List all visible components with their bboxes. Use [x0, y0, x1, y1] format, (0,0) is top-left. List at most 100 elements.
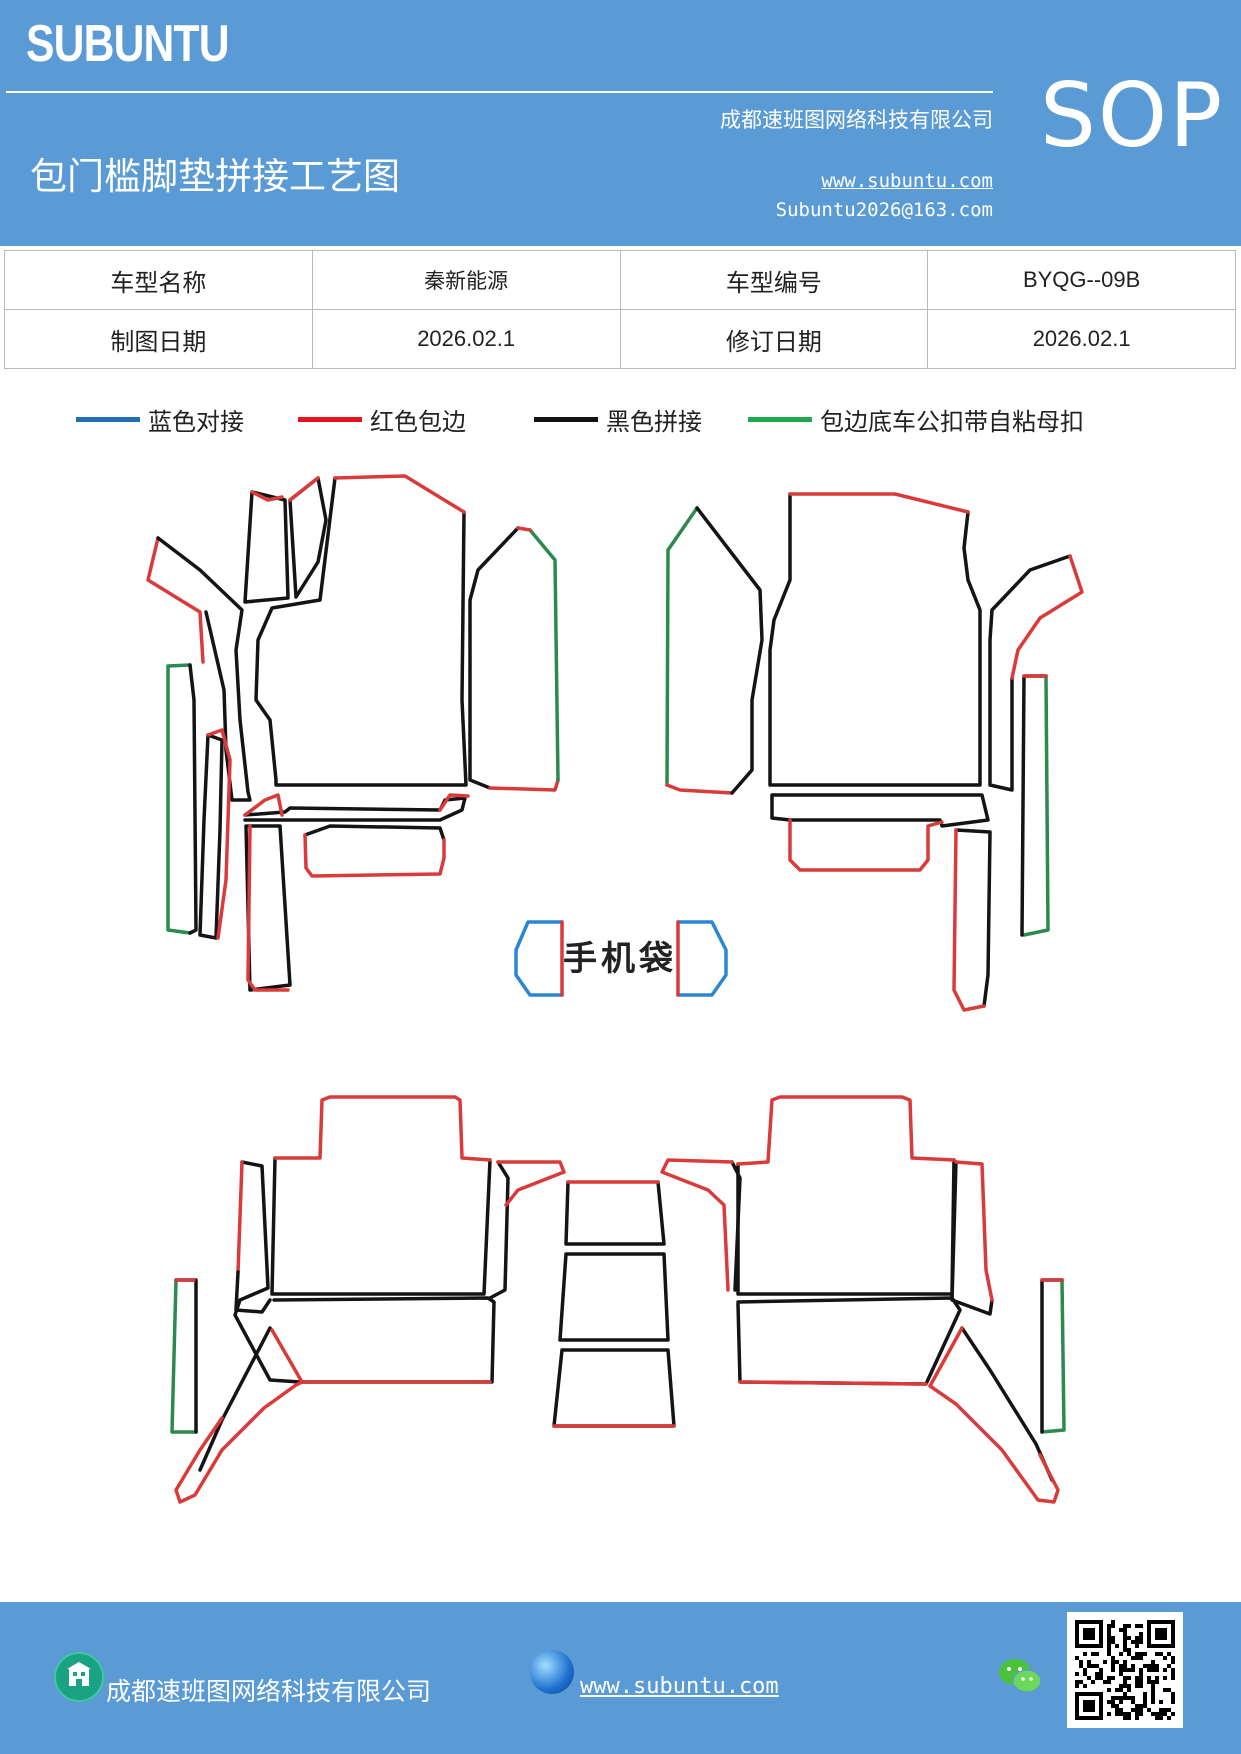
- header-website-link[interactable]: www.subuntu.com: [821, 170, 993, 192]
- mat-piece: [954, 828, 992, 1008]
- mat-piece: [558, 1252, 670, 1342]
- mat-piece: [174, 1278, 198, 1434]
- header-email[interactable]: Subuntu2026@163.com: [775, 199, 993, 221]
- mat-piece: [928, 1326, 1060, 1504]
- qr-code[interactable]: [1067, 1612, 1183, 1728]
- mat-splicing-diagram: 手机袋: [146, 474, 1084, 1504]
- mat-piece: [146, 536, 205, 664]
- mat-piece: [950, 1160, 994, 1316]
- mat-piece: [288, 476, 320, 502]
- value-model-code: BYQG--09B: [927, 250, 1236, 310]
- legend-swatch-blue: [76, 417, 140, 422]
- wechat-icon-glyph: [999, 1659, 1042, 1693]
- mat-piece: [246, 824, 290, 992]
- legend-swatch-black: [534, 417, 598, 422]
- mat-piece: [198, 733, 224, 940]
- rear-mats: [170, 1095, 1066, 1504]
- header-company: 成都速班图网络科技有限公司: [720, 108, 993, 132]
- mat-piece: [270, 1156, 492, 1296]
- mat-piece: [528, 528, 560, 782]
- mat-piece: [488, 1160, 510, 1300]
- mat-piece: [1040, 1278, 1066, 1434]
- mat-piece: [770, 793, 990, 828]
- mat-piece: [234, 1270, 272, 1314]
- mat-piece: [198, 1326, 272, 1472]
- mat-piece: [788, 818, 944, 872]
- mat-piece: [206, 728, 232, 940]
- mat-piece: [788, 492, 970, 514]
- mat-piece: [1022, 674, 1050, 937]
- legend-label: 红色包边: [370, 408, 466, 436]
- value-revision-date: 2026.02.1: [927, 309, 1236, 369]
- mat-piece: [236, 1160, 244, 1274]
- mat-piece: [736, 1158, 956, 1296]
- label-draw-date: 制图日期: [4, 309, 313, 369]
- legend-label: 蓝色对接: [148, 408, 244, 436]
- wechat-icon: [996, 1654, 1044, 1698]
- legend-item-green: 包边底车公扣带自粘母扣: [748, 402, 1084, 437]
- mat-piece: [233, 1160, 496, 1384]
- mat-piece: [660, 1158, 734, 1292]
- mat-piece: [564, 1180, 666, 1246]
- mat-piece: [952, 828, 986, 1012]
- phone-bag-right: [676, 920, 728, 997]
- mat-piece: [273, 1095, 492, 1162]
- value-draw-date: 2026.02.1: [311, 309, 621, 369]
- globe-icon: [530, 1650, 574, 1694]
- mat-piece: [496, 1160, 566, 1207]
- table-row: 车型名称 秦新能源 车型编号 BYQG--09B: [4, 250, 1236, 310]
- mat-piece: [250, 490, 284, 502]
- label-model-code: 车型编号: [619, 250, 929, 310]
- mat-piece: [488, 778, 560, 792]
- mat-piece: [738, 1380, 928, 1386]
- legend-swatch-green: [748, 417, 812, 422]
- header-banner: SUBUNTU SOP 成都速班图网络科技有限公司 包门槛脚垫拼接工艺图 www…: [0, 0, 1241, 246]
- qr-code-glyph: [1075, 1620, 1175, 1720]
- info-table: 车型名称 秦新能源 车型编号 BYQG--09B 制图日期 2026.02.1 …: [4, 250, 1236, 369]
- building-icon: [54, 1652, 104, 1702]
- mat-piece: [303, 824, 446, 842]
- phone-bag-left: [514, 920, 564, 997]
- mat-piece: [954, 1160, 994, 1302]
- mat-piece: [174, 1328, 304, 1504]
- mat-piece: [1040, 1278, 1064, 1434]
- label-model-name: 车型名称: [4, 250, 313, 310]
- legend: 蓝色对接 红色包边 黑色拼接 包边底车公扣带自粘母扣: [0, 402, 1241, 442]
- mat-piece: [552, 1348, 676, 1428]
- table-row: 制图日期 2026.02.1 修订日期 2026.02.1: [4, 309, 1236, 369]
- front-left-mats: [146, 474, 560, 992]
- mat-piece: [170, 1278, 198, 1434]
- label-revision-date: 修订日期: [619, 309, 929, 369]
- mat-piece: [156, 536, 252, 802]
- mat-piece: [244, 824, 292, 992]
- mat-piece: [243, 796, 467, 822]
- mat-piece: [665, 506, 699, 787]
- mat-piece: [166, 663, 192, 935]
- phone-bag-label: 手机袋: [563, 939, 677, 979]
- page-title: 包门槛脚垫拼接工艺图: [30, 155, 400, 198]
- footer-website-link[interactable]: www.subuntu.com: [580, 1674, 779, 1699]
- legend-label: 包边底车公扣带自粘母扣: [820, 408, 1084, 436]
- sop-label: SOP: [1040, 64, 1225, 167]
- phone-bag: 手机袋: [514, 920, 728, 997]
- mat-piece: [303, 833, 446, 878]
- mat-piece: [333, 474, 466, 514]
- mat-piece: [254, 476, 468, 787]
- value-model-name: 秦新能源: [311, 250, 621, 310]
- mat-piece: [1020, 674, 1048, 937]
- legend-label: 黑色拼接: [606, 408, 702, 436]
- footer-banner: 成都速班图网络科技有限公司 www.subuntu.com: [0, 1602, 1241, 1754]
- header-divider: [6, 91, 993, 93]
- mat-piece: [1010, 554, 1084, 680]
- mat-piece: [516, 526, 532, 532]
- legend-swatch-red: [298, 417, 362, 422]
- legend-item-black: 黑色拼接: [534, 402, 702, 437]
- mat-piece: [768, 492, 982, 787]
- mat-piece: [188, 663, 198, 935]
- mat-piece: [695, 506, 764, 795]
- mat-piece: [468, 526, 520, 790]
- footer-company: 成都速班图网络科技有限公司: [106, 1677, 432, 1706]
- mat-piece: [243, 490, 290, 604]
- mat-piece: [736, 1095, 956, 1166]
- mat-piece: [988, 554, 1072, 792]
